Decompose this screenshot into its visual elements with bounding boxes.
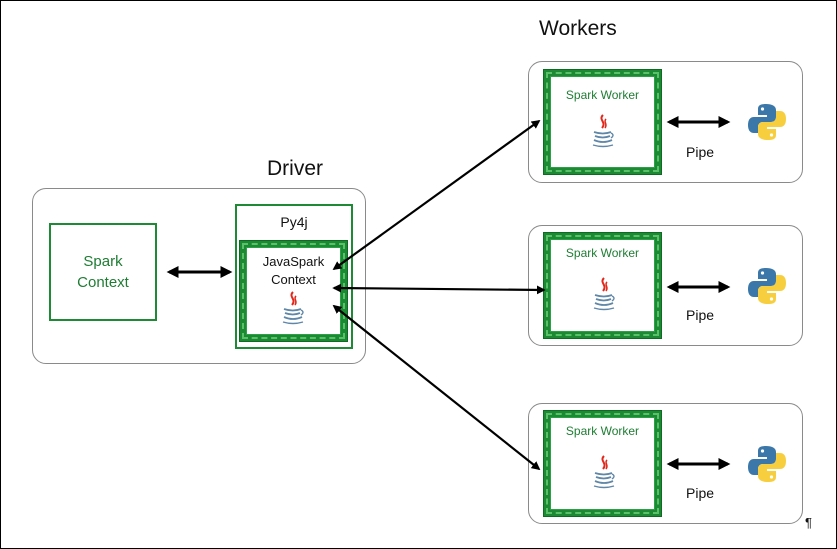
pipe-label-2: Pipe: [686, 307, 715, 323]
pilcrow-mark: ¶: [805, 515, 812, 530]
spark-context-line1: Spark: [83, 253, 123, 270]
java-icon: [593, 277, 615, 311]
arrow-driver-worker-3: [332, 304, 541, 471]
spark-worker-box-3: [544, 411, 661, 516]
spark-context-box: [49, 223, 157, 321]
javaspark-context-line2: Context: [271, 272, 316, 287]
arrow-driver-worker-2: [332, 283, 546, 295]
spark-context-line2: Context: [77, 274, 129, 291]
java-icon: [282, 291, 304, 325]
arrow-driver-worker-1: [332, 119, 541, 271]
python-icon: [748, 104, 786, 140]
javaspark-context-line1: JavaSpark: [262, 254, 325, 269]
pipe-label-1: Pipe: [686, 144, 715, 160]
python-icon: [748, 268, 786, 304]
java-icon: [593, 455, 615, 489]
driver-title: Driver: [267, 157, 323, 180]
python-icon: [748, 446, 786, 482]
spark-worker-label-2: Spark Worker: [565, 246, 640, 260]
java-icon: [592, 114, 614, 148]
workers-title: Workers: [539, 17, 617, 40]
spark-worker-label-1: Spark Worker: [565, 88, 640, 102]
spark-worker-label-3: Spark Worker: [565, 424, 640, 438]
pipe-label-3: Pipe: [686, 485, 715, 501]
py4j-label: Py4j: [280, 214, 308, 230]
spark-worker-box-2: [544, 233, 661, 338]
